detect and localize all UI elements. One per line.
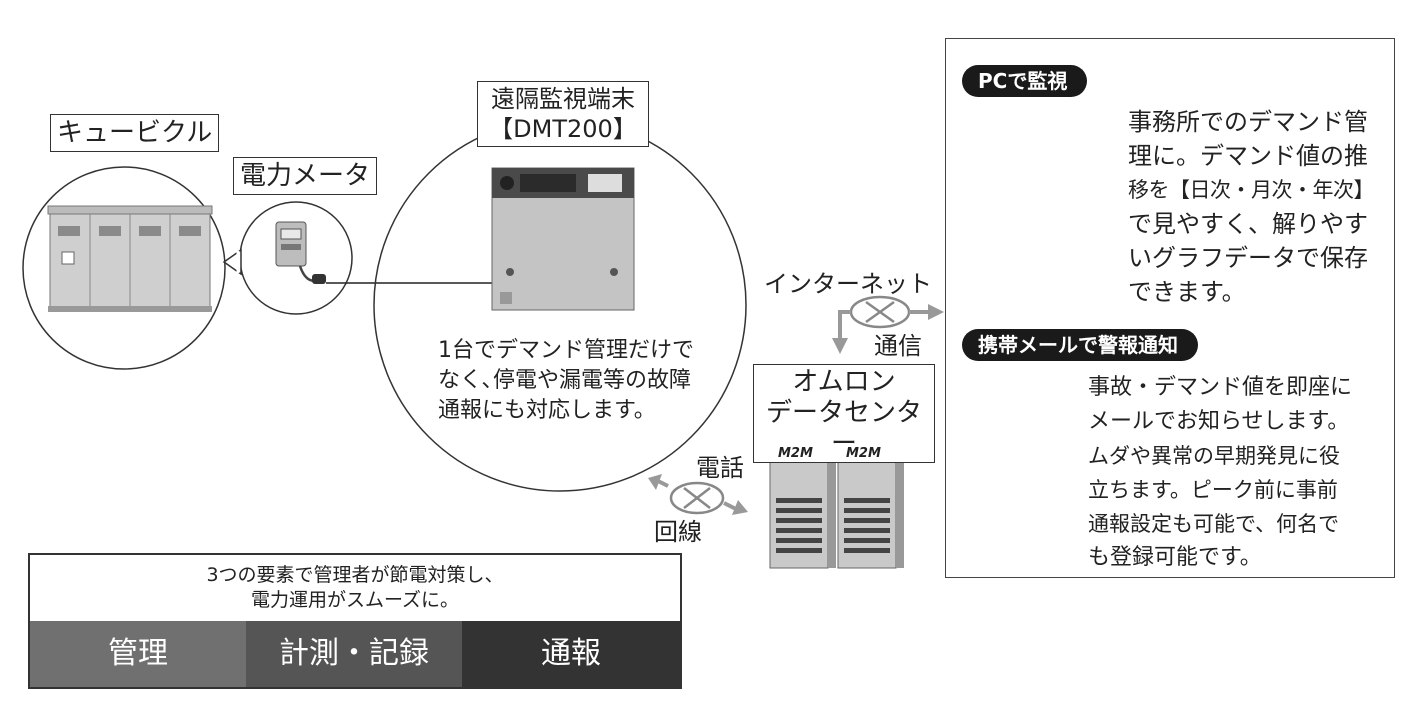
- pc-desc-line: 事務所でのデマンド管: [1128, 108, 1368, 136]
- pc-desc-line: いグラフデータで保存: [1128, 244, 1368, 272]
- pc-desc-line: 移を【日次・月次・年次】: [1128, 178, 1375, 202]
- mobile-alert-description: 事故・デマンド値を即座に メールでお知らせします。 ムダや異常の早期発見に役 立…: [1088, 371, 1388, 575]
- pc-monitoring-badge: PCで監視: [962, 65, 1088, 97]
- mobile-desc-line: 立ちます。ピーク前に事前: [1088, 478, 1338, 502]
- datacenter-label-line2: データセンター: [765, 398, 922, 459]
- terminal-description: 1台でデマンド管理だけで なく､停電や漏電等の故障 通報にも対応します。: [438, 336, 728, 426]
- feature-panel: PCで監視 事務所でのデマンド管 理に。デマンド値の推 移を【日次・月次・年次】…: [945, 38, 1395, 578]
- m2m-logo-left: M2M: [778, 446, 813, 461]
- internet-label: インターネット: [764, 270, 932, 298]
- internet-communication-symbol: [832, 295, 944, 354]
- pc-monitoring-description: 事務所でのデマンド管 理に。デマンド値の推 移を【日次・月次・年次】 で見やすく…: [1128, 105, 1388, 309]
- mobile-desc-line: 事故・デマンド値を即座に: [1088, 375, 1353, 400]
- summary-text-line2: 電力運用がスムーズに。: [250, 589, 460, 611]
- summary-text-line1: 3つの要素で管理者が節電対策し、: [206, 564, 504, 586]
- power-meter-label: 電力メータ: [233, 157, 378, 195]
- pc-desc-line: できます。: [1128, 278, 1246, 306]
- mobile-desc-line: 通報設定も可能で、何名で: [1088, 512, 1340, 536]
- line-label: 回線: [654, 518, 702, 546]
- element-management: 管理: [30, 621, 246, 687]
- terminal-desc-line: 通報にも対応します。: [438, 398, 656, 423]
- power-meter-image: [275, 221, 326, 284]
- terminal-desc-line: なく､停電や漏電等の故障: [438, 368, 692, 393]
- datacenter-servers-image: [769, 441, 904, 569]
- pc-desc-line: 理に。デマンド値の推: [1128, 142, 1368, 170]
- terminal-label-line2: 【DMT200】: [489, 115, 637, 143]
- mobile-desc-line: メールでお知らせします。: [1088, 409, 1350, 434]
- terminal-label: 遠隔監視端末 【DMT200】: [477, 81, 649, 147]
- element-notification: 通報: [462, 621, 680, 687]
- terminal-label-line1: 遠隔監視端末: [491, 85, 635, 113]
- mobile-desc-line: ムダや異常の早期発見に役: [1088, 444, 1340, 468]
- summary-box: 3つの要素で管理者が節電対策し、 電力運用がスムーズに。 管理 計測・記録 通報: [28, 553, 682, 689]
- cubicle-image: [47, 205, 213, 312]
- cubicle-label: キュービクル: [50, 114, 220, 152]
- datacenter-label: オムロン データセンター: [753, 364, 935, 463]
- element-measurement-recording: 計測・記録: [246, 621, 462, 687]
- terminal-device-image: [491, 167, 635, 311]
- communication-label: 通信: [874, 332, 922, 360]
- terminal-desc-line: 1台でデマンド管理だけで: [438, 338, 694, 363]
- mobile-alert-badge: 携帯メールで警報通知: [962, 329, 1198, 361]
- m2m-logo-right: M2M: [846, 446, 881, 461]
- summary-text: 3つの要素で管理者が節電対策し、 電力運用がスムーズに。: [30, 555, 680, 621]
- mobile-desc-line: も登録可能です。: [1088, 545, 1262, 570]
- telephone-line-symbol: [648, 474, 748, 515]
- pc-desc-line: で見やすく、解りやす: [1128, 210, 1368, 238]
- phone-label: 電話: [696, 454, 744, 482]
- datacenter-label-line1: オムロン: [792, 367, 896, 397]
